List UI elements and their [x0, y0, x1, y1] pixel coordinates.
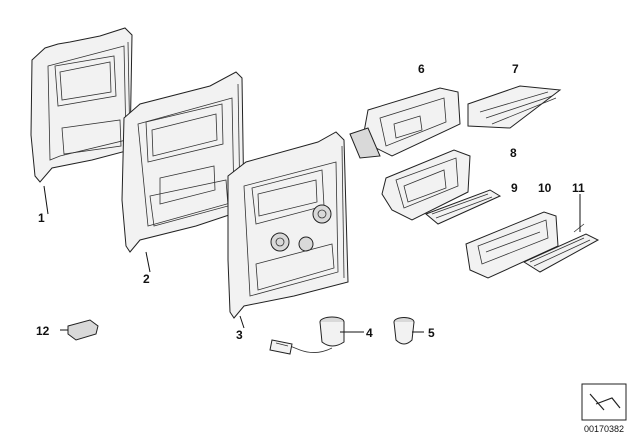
part-11-insert[interactable] [522, 223, 600, 273]
callout-12: 12 [36, 324, 50, 338]
part-9-insert[interactable] [425, 189, 502, 225]
part-1-trim-panel[interactable] [30, 27, 133, 183]
callout-11: 11 [572, 181, 585, 195]
part-10-ashtray[interactable] [465, 211, 559, 279]
arrow-icon [589, 393, 621, 411]
callout-9: 9 [511, 181, 518, 195]
part-8-compartment[interactable] [381, 149, 471, 221]
callout-5: 5 [428, 326, 435, 340]
callout-6: 6 [418, 62, 425, 76]
callout-1: 1 [38, 211, 45, 225]
callout-8: 8 [510, 146, 517, 160]
part-5-plug[interactable] [393, 317, 415, 345]
part-6-compartment[interactable] [349, 87, 461, 159]
callout-2: 2 [143, 272, 150, 286]
part-2-trim-panel[interactable] [121, 71, 245, 253]
part-12-clip[interactable] [67, 319, 99, 341]
callout-3: 3 [236, 328, 243, 342]
callout-7: 7 [512, 62, 519, 76]
callout-4: 4 [366, 326, 373, 340]
document-number-block: 00170382 [581, 383, 627, 434]
callout-10: 10 [538, 181, 552, 195]
part-4-socket-harness[interactable] [269, 316, 345, 355]
document-number: 00170382 [584, 424, 624, 434]
part-7-mat[interactable] [467, 85, 562, 129]
leader-lines [43, 185, 581, 333]
part-3-trim-panel[interactable] [227, 131, 349, 319]
